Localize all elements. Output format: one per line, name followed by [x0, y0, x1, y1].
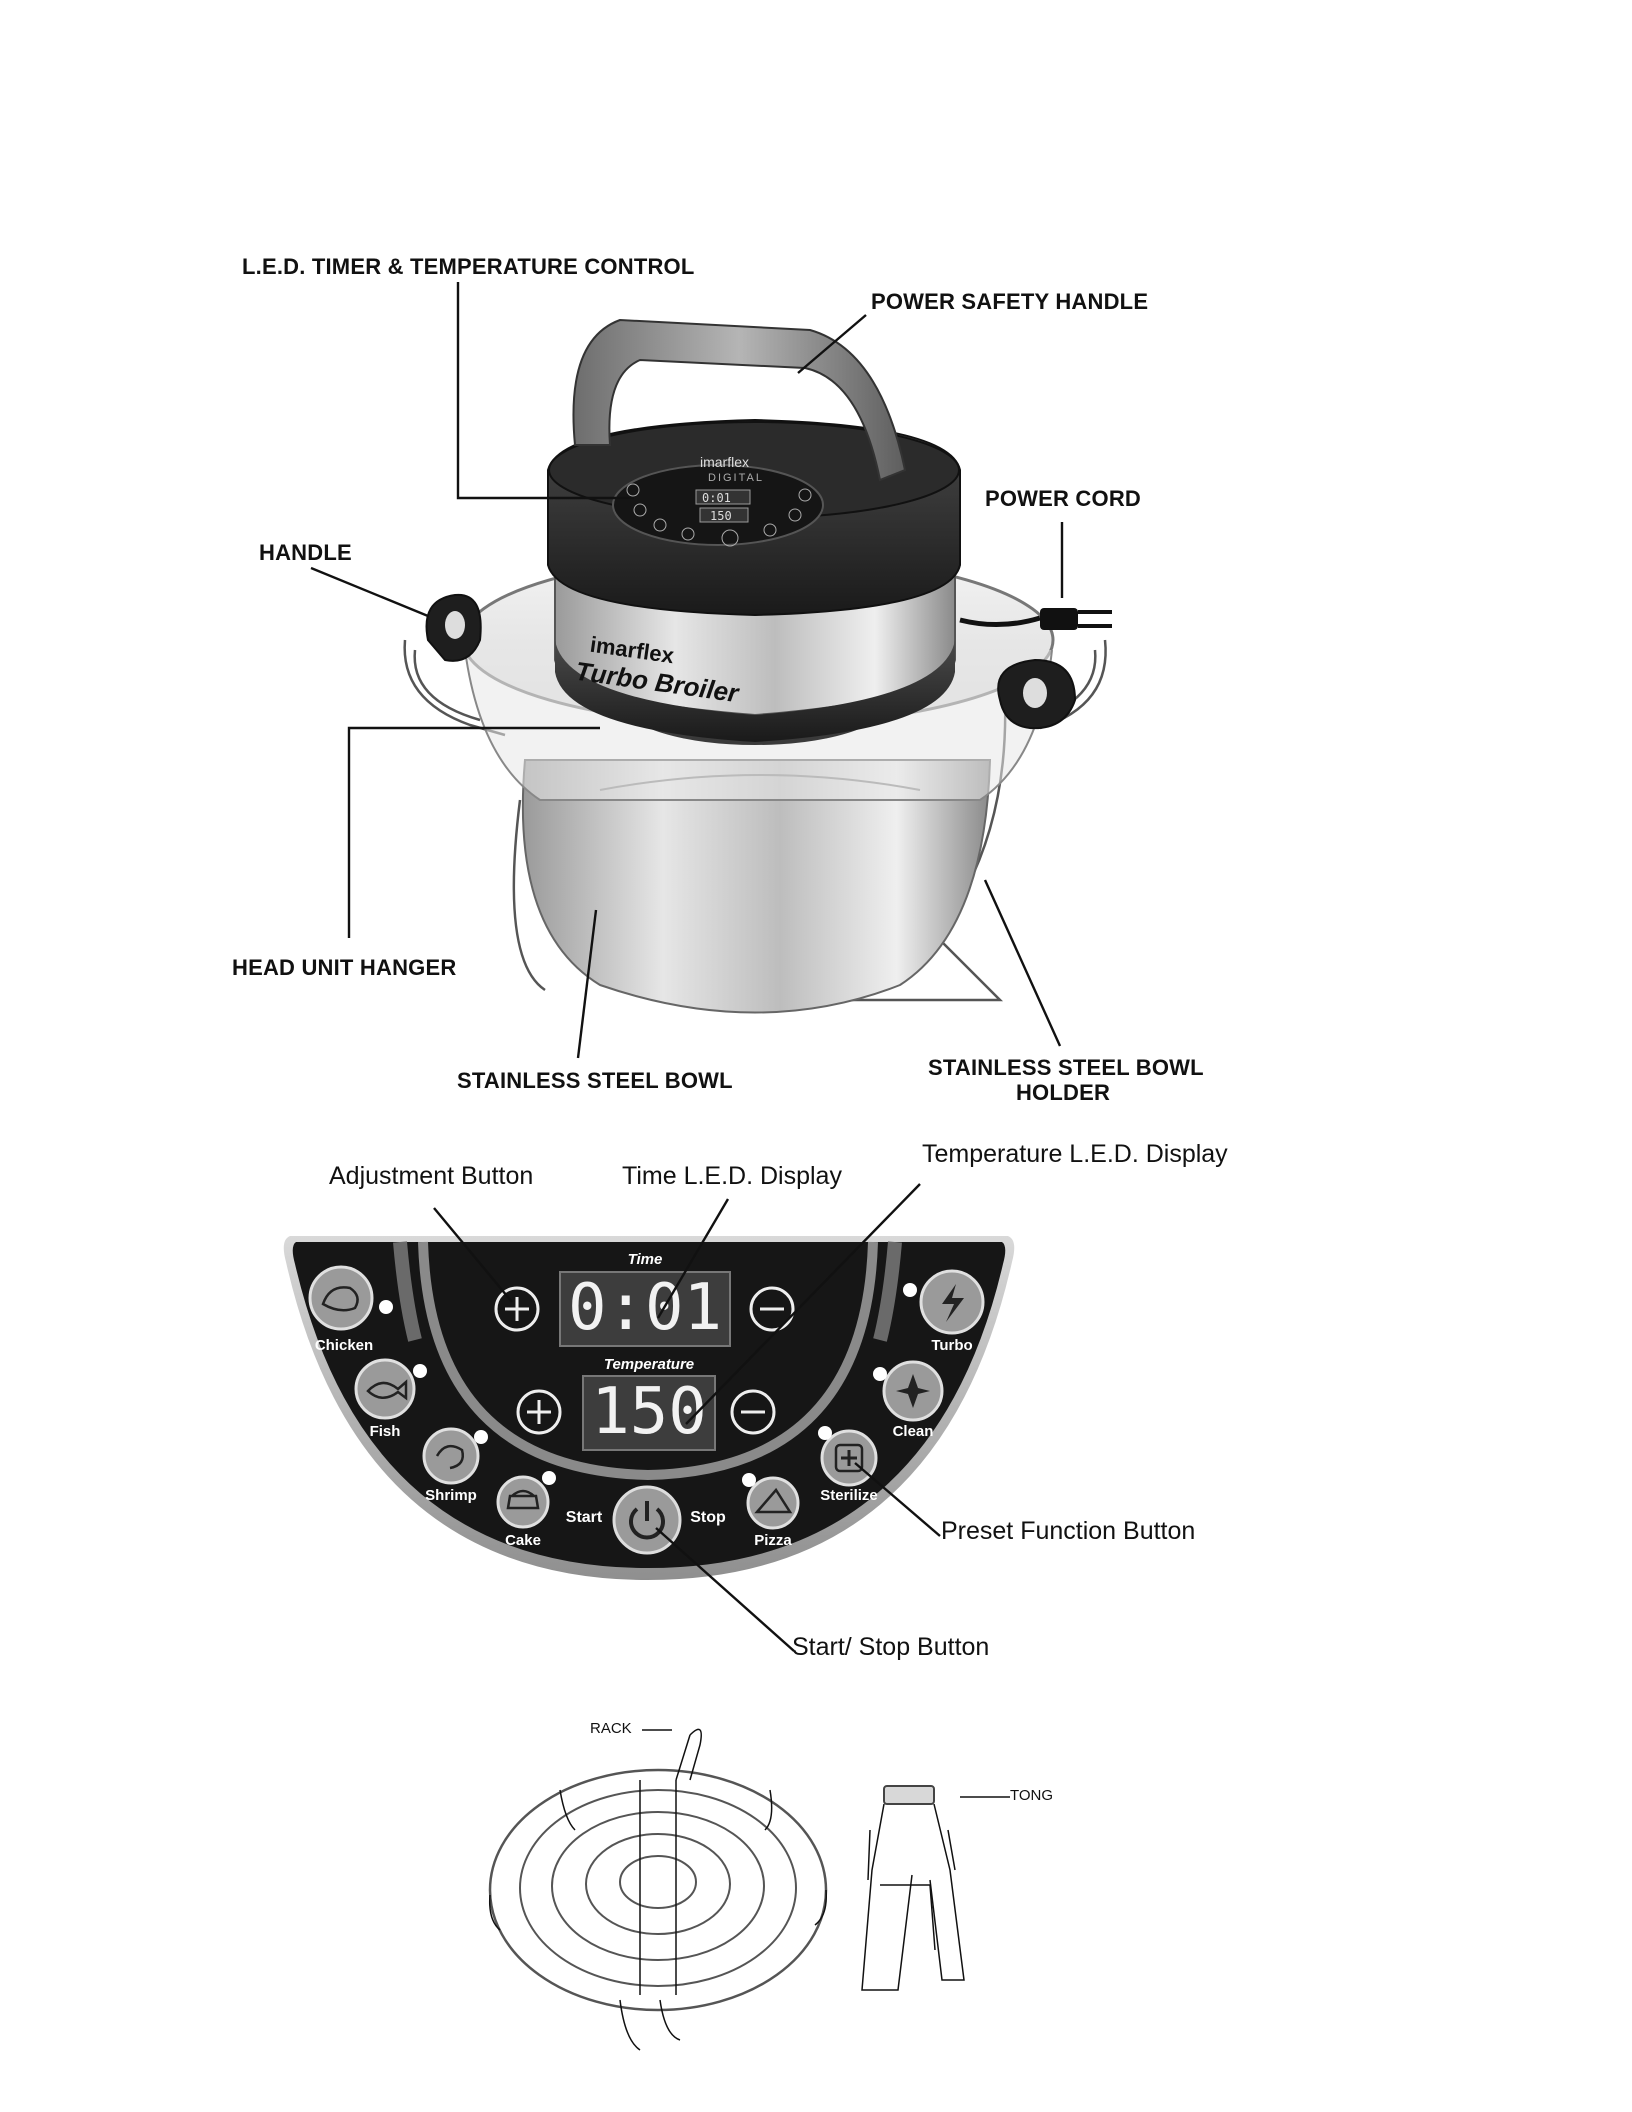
preset-sterilize-button[interactable]: [818, 1426, 878, 1487]
temperature-title: Temperature: [604, 1356, 694, 1373]
preset-shrimp-button[interactable]: [422, 1427, 488, 1485]
lid-time-value: 0:01: [702, 491, 731, 505]
tong-illustration: [861, 1785, 965, 1991]
label-power-cord: POWER CORD: [985, 486, 1141, 511]
preset-chicken-label: Chicken: [315, 1337, 373, 1354]
turbo-broiler-illustration: imarflex Turbo Broiler 0:01 150 imarflex…: [403, 318, 1112, 1014]
label-adjustment-button: Adjustment Button: [329, 1162, 534, 1190]
label-led-timer-temperature-control: L.E.D. TIMER & TEMPERATURE CONTROL: [242, 254, 695, 279]
preset-chicken-button[interactable]: [308, 1265, 393, 1331]
preset-turbo-label: Turbo: [931, 1337, 972, 1354]
label-tong: TONG: [1010, 1787, 1054, 1804]
lid-model-text: DIGITAL: [708, 472, 764, 484]
start-stop-button[interactable]: [612, 1485, 682, 1555]
lid-brand-text: imarflex: [700, 454, 749, 470]
label-head-unit-hanger: HEAD UNIT HANGER: [232, 955, 457, 980]
power-safety-handle-shape: [572, 318, 907, 482]
label-rack: RACK: [590, 1720, 632, 1737]
preset-sterilize-label: Sterilize: [820, 1487, 878, 1504]
label-time-led-display: Time L.E.D. Display: [622, 1162, 842, 1190]
broiler-leader-lines: [310, 282, 1064, 1059]
preset-fish-label: Fish: [370, 1423, 401, 1440]
start-text: Start: [566, 1509, 603, 1526]
stainless-bowl-shape: [521, 759, 992, 1014]
label-bowl-holder-line1: STAINLESS STEEL BOWL: [928, 1055, 1204, 1080]
panel-leader-lines: [433, 1183, 941, 1652]
stop-text: Stop: [690, 1509, 726, 1526]
lid-temp-value: 150: [710, 509, 732, 523]
time-display-value: 0:01: [568, 1271, 722, 1345]
label-start-stop-button: Start/ Stop Button: [792, 1633, 990, 1661]
label-stainless-steel-bowl-holder: STAINLESS STEEL BOWL HOLDER: [928, 1055, 1204, 1105]
label-temperature-led-display: Temperature L.E.D. Display: [922, 1140, 1228, 1168]
label-stainless-steel-bowl: STAINLESS STEEL BOWL: [457, 1068, 733, 1093]
preset-clean-button[interactable]: [873, 1360, 944, 1422]
temperature-display-value: 150: [591, 1375, 707, 1449]
preset-shrimp-label: Shrimp: [425, 1487, 477, 1504]
preset-fish-button[interactable]: [354, 1358, 427, 1420]
preset-cake-label: Cake: [505, 1532, 541, 1549]
label-handle: HANDLE: [259, 540, 352, 565]
preset-pizza-button[interactable]: [742, 1473, 800, 1530]
temperature-minus-button[interactable]: [730, 1389, 776, 1435]
label-preset-function-button: Preset Function Button: [941, 1517, 1196, 1545]
time-minus-button[interactable]: [749, 1286, 795, 1332]
label-bowl-holder-line2: HOLDER: [1015, 1080, 1111, 1105]
control-panel-illustration: 0:01 Time 150 Temperature: [283, 1236, 1015, 1580]
preset-clean-label: Clean: [893, 1423, 934, 1440]
rack-illustration: [488, 1728, 828, 2051]
temperature-plus-button[interactable]: [516, 1389, 562, 1435]
preset-cake-button[interactable]: [496, 1471, 556, 1529]
preset-pizza-label: Pizza: [754, 1532, 792, 1549]
time-title: Time: [628, 1251, 663, 1268]
time-plus-button[interactable]: [494, 1286, 540, 1332]
preset-turbo-button[interactable]: [903, 1269, 985, 1335]
label-power-safety-handle: POWER SAFETY HANDLE: [871, 289, 1149, 314]
